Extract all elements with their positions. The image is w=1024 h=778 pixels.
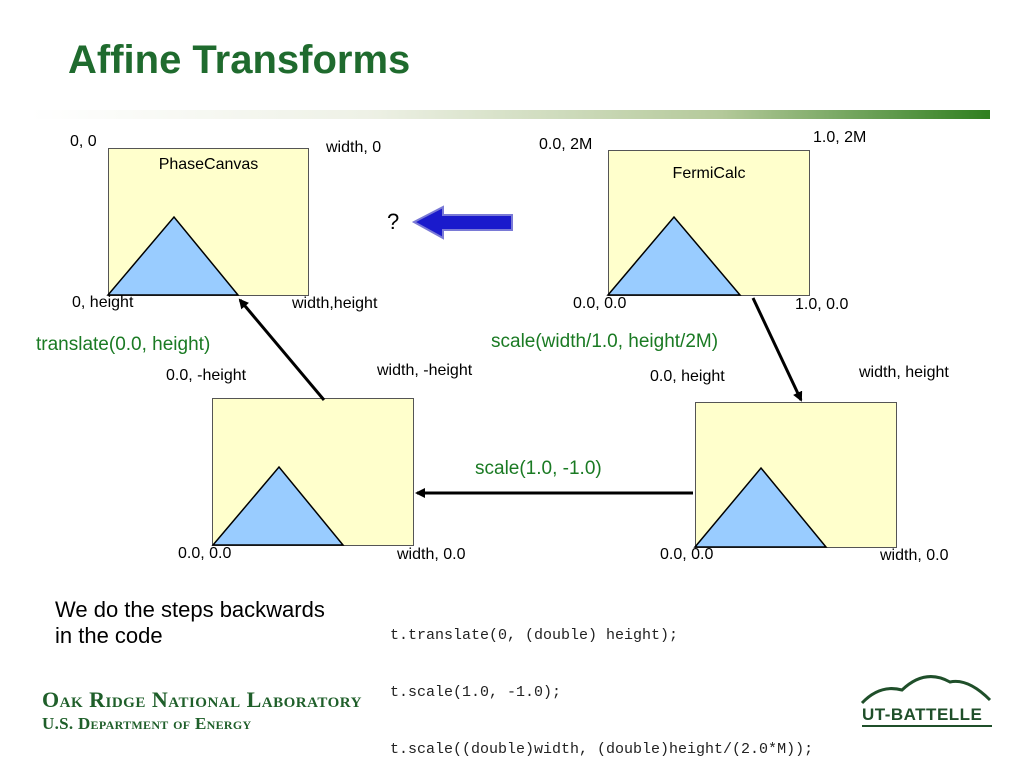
title-divider <box>30 110 990 119</box>
middle-left-triangle <box>211 465 345 546</box>
phasecanvas-label: PhaseCanvas <box>158 156 259 173</box>
footer-organization: Oak Ridge National Laboratory U.S. Depar… <box>42 688 362 736</box>
backwards-note-line2: in the code <box>55 623 163 648</box>
middle-left-bottom-left-label: 0.0, 0.0 <box>178 545 232 562</box>
middle-right-top-right-label: width, height <box>859 364 949 381</box>
middle-right-bottom-right-label: width, 0.0 <box>880 547 949 564</box>
code-line: t.translate(0, (double) height); <box>390 627 679 644</box>
code-line: t.scale(1.0, -1.0); <box>390 684 562 701</box>
phasecanvas-top-left-label: 0, 0 <box>70 133 97 150</box>
fermicalc-top-right-label: 1.0, 2M <box>813 129 867 146</box>
phasecanvas-bottom-left-label: 0, height <box>72 294 134 311</box>
middle-left-top-left-label: 0.0, -height <box>166 367 247 384</box>
fermicalc-bottom-left-label: 0.0, 0.0 <box>573 295 627 312</box>
middle-right-bottom-left-label: 0.0, 0.0 <box>660 546 714 563</box>
middle-left-bottom-right-label: width, 0.0 <box>397 546 466 563</box>
backwards-note-line1: We do the steps backwards <box>55 597 325 622</box>
phasecanvas-bottom-right-label: width,height <box>292 295 378 312</box>
middle-right-top-left-label: 0.0, height <box>650 368 725 385</box>
fermicalc-triangle <box>606 215 742 296</box>
middle-right-triangle <box>693 466 828 548</box>
ut-battelle-logo-text: UT-BATTELLE <box>862 705 983 724</box>
ut-battelle-logo-icon <box>860 675 992 727</box>
slide-title: Affine Transforms <box>68 38 411 82</box>
scale-fermi-arrow <box>751 297 803 402</box>
fermicalc-top-left-label: 0.0, 2M <box>539 136 593 153</box>
fermicalc-bottom-right-label: 1.0, 0.0 <box>795 296 849 313</box>
org-name: Oak Ridge National Laboratory <box>42 687 362 712</box>
fermicalc-label: FermiCalc <box>672 165 746 182</box>
backwards-note: We do the steps backwards in the code <box>55 597 325 649</box>
phasecanvas-top-right-label: width, 0 <box>326 139 382 156</box>
scale-fermi-operation-label: scale(width/1.0, height/2M) <box>491 331 719 352</box>
department-name: U.S. Department of Energy <box>42 714 252 733</box>
phasecanvas-triangle <box>106 215 240 296</box>
translate-operation-label: translate(0.0, height) <box>36 334 211 355</box>
blue-left-arrow <box>411 205 513 240</box>
code-line: t.scale((double)width, (double)height/(2… <box>390 741 814 758</box>
translate-arrow <box>238 298 326 401</box>
scale-flip-operation-label: scale(1.0, -1.0) <box>475 458 602 479</box>
middle-left-top-right-label: width, -height <box>377 362 473 379</box>
code-snippet: t.translate(0, (double) height); t.scale… <box>390 588 813 778</box>
question-mark: ? <box>387 209 400 234</box>
